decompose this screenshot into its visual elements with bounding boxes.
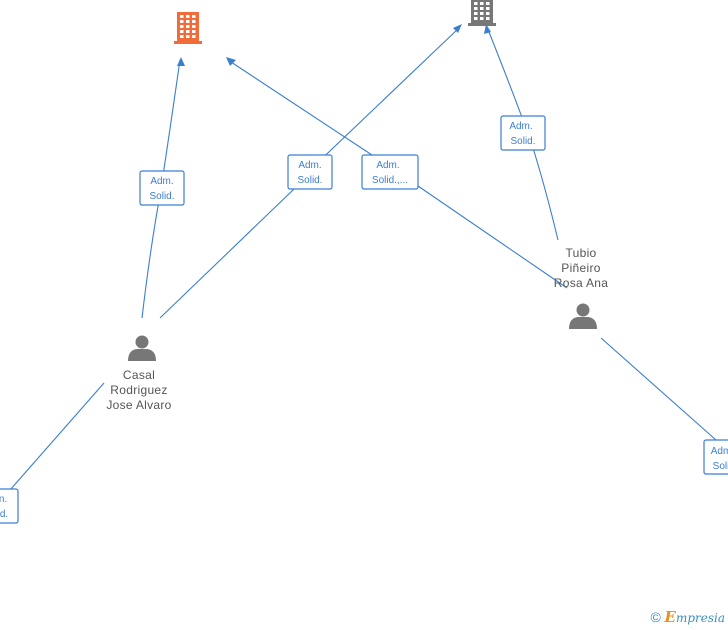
building-window	[474, 2, 478, 5]
role-label-line: Solid.	[149, 191, 174, 202]
person-icon	[128, 335, 156, 361]
building-window	[486, 17, 490, 20]
building-window	[486, 7, 490, 10]
building-window	[192, 20, 196, 23]
role-label-line: Solid.	[510, 136, 535, 147]
arrow-head	[177, 57, 185, 66]
building-window	[486, 2, 490, 5]
copyright-symbol: ©	[650, 609, 661, 625]
company-node[interactable]	[174, 12, 202, 44]
building-window	[180, 35, 184, 38]
person-name-line: Jose Alvaro	[106, 398, 171, 412]
building-window	[486, 12, 490, 15]
building-window	[474, 12, 478, 15]
building-window	[180, 25, 184, 28]
building-window	[480, 7, 484, 10]
empresia-watermark: © Empresia	[651, 608, 725, 626]
building-icon	[174, 12, 202, 44]
brand-logo-initial: E	[664, 608, 676, 626]
building-window	[480, 17, 484, 20]
edge-casal-to-offscreen	[9, 382, 105, 491]
edges-layer	[9, 24, 717, 491]
arrow-head	[226, 57, 236, 66]
company-node[interactable]	[468, 0, 496, 26]
person-icon	[569, 303, 597, 329]
person-name-line: Rodriguez	[110, 383, 167, 397]
role-label[interactable]: n. d.	[0, 488, 19, 524]
building-window	[192, 35, 196, 38]
role-label[interactable]: Adm Soli	[703, 439, 728, 475]
person-name-line: Piñeiro	[561, 261, 600, 275]
building-window	[180, 30, 184, 33]
building-window	[180, 20, 184, 23]
building-window	[480, 12, 484, 15]
arrow-head	[484, 24, 491, 34]
building-window	[480, 2, 484, 5]
role-label[interactable]: Adm. Solid.,...	[361, 154, 419, 190]
person-name-line: Rosa Ana	[554, 276, 608, 290]
role-label-line: n.	[0, 494, 7, 505]
brand-logo-text: mpresia	[675, 611, 725, 625]
role-label[interactable]: Adm. Solid.	[287, 154, 333, 190]
person-node[interactable]: Casal Rodriguez Jose Alvaro	[106, 335, 171, 413]
person-name-line: Casal	[123, 368, 155, 382]
building-window	[186, 25, 190, 28]
building-base	[468, 23, 496, 26]
building-window	[192, 25, 196, 28]
person-name-line: Tubio	[565, 246, 596, 260]
role-label-line: Solid.	[297, 175, 322, 186]
edge-tubio-to-offscreen	[600, 337, 717, 441]
building-window	[186, 30, 190, 33]
role-label-line: Adm.	[376, 160, 399, 171]
building-window	[192, 15, 196, 18]
role-label-line: Adm.	[150, 176, 173, 187]
building-window	[186, 20, 190, 23]
role-label-line: Adm.	[298, 160, 321, 171]
arrow-head	[453, 24, 462, 33]
building-window	[192, 30, 196, 33]
role-label-line: d.	[0, 509, 8, 520]
person-node[interactable]: Tubio Piñeiro Rosa Ana	[554, 246, 608, 329]
role-label-line: Adm.	[509, 121, 532, 132]
building-window	[180, 15, 184, 18]
role-label-line: Adm	[711, 446, 728, 457]
building-base	[174, 41, 202, 44]
building-window	[474, 7, 478, 10]
role-label[interactable]: Adm. Solid.	[500, 115, 546, 151]
building-icon	[468, 0, 496, 26]
building-window	[186, 35, 190, 38]
role-label[interactable]: Adm. Solid.	[139, 170, 185, 206]
role-label-line: Solid.,...	[372, 175, 408, 186]
role-label-line: Soli	[713, 461, 728, 472]
building-window	[186, 15, 190, 18]
building-window	[474, 17, 478, 20]
